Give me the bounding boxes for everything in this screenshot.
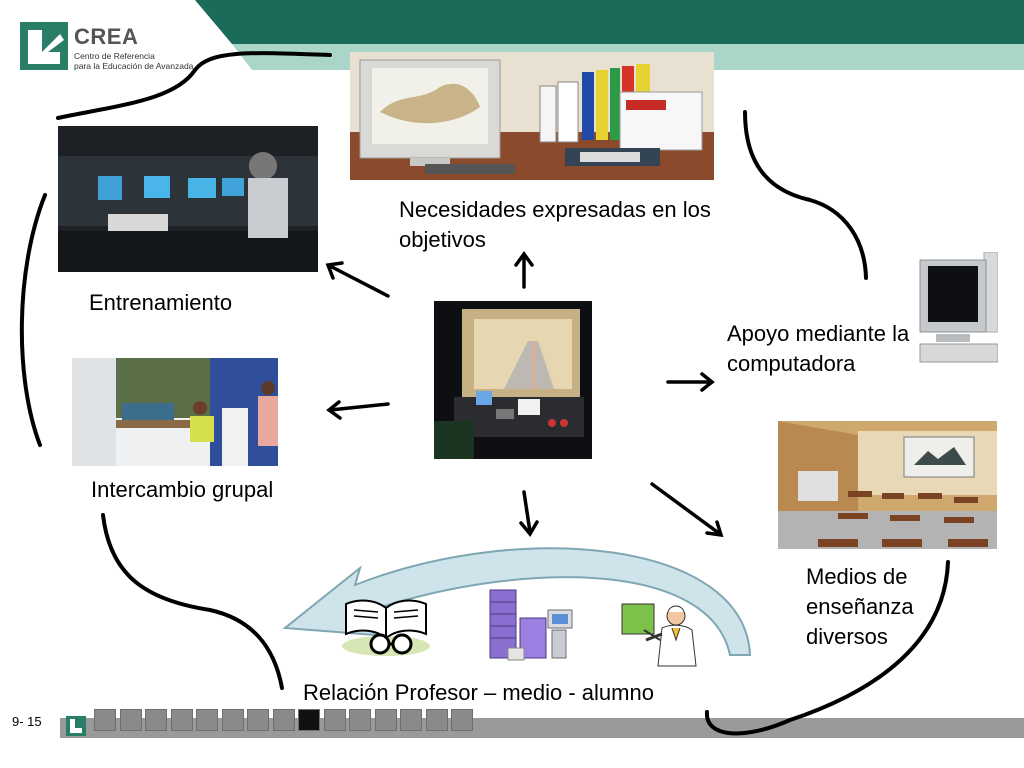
logo-title: CREA bbox=[74, 24, 139, 49]
slide-nav-box[interactable] bbox=[170, 709, 193, 731]
curve-top-left bbox=[56, 51, 332, 120]
crea-logo-mark bbox=[20, 22, 68, 70]
slide-nav-box[interactable] bbox=[272, 709, 295, 731]
slide-nav-box[interactable] bbox=[323, 709, 346, 731]
slide-nav-box[interactable] bbox=[221, 709, 244, 731]
server-computers-icon bbox=[488, 588, 574, 666]
book-glasses-icon bbox=[340, 596, 432, 658]
slide-nav-box[interactable] bbox=[425, 709, 448, 731]
slide-nav-box[interactable] bbox=[247, 709, 269, 731]
curve-top-right bbox=[743, 110, 868, 280]
footer-logo-icon bbox=[66, 716, 86, 736]
photo-group-exchange bbox=[72, 358, 278, 466]
label-necesidades: Necesidades expresadas en los objetivos bbox=[399, 197, 711, 252]
logo-subtitle-2: para la Educación de Avanzada bbox=[74, 61, 194, 71]
crea-logo bbox=[20, 22, 68, 70]
photo-computer-books bbox=[350, 52, 714, 180]
slide-nav-box[interactable] bbox=[94, 709, 116, 731]
arrow-down bbox=[522, 490, 532, 534]
cycle-arrow bbox=[282, 547, 752, 656]
slide-nav-box[interactable] bbox=[298, 709, 320, 731]
slide-nav-box[interactable] bbox=[145, 709, 167, 731]
curve-left bbox=[19, 193, 47, 447]
label-apoyo: Apoyo mediante la computadora bbox=[727, 321, 910, 376]
slide-nav-box[interactable] bbox=[374, 709, 397, 731]
curve-bottom-left bbox=[101, 513, 284, 690]
arrow-to-medios bbox=[650, 482, 722, 536]
slide-nav-box[interactable] bbox=[119, 709, 142, 731]
arrow-to-intercambio bbox=[328, 402, 390, 412]
label-intercambio: Intercambio grupal bbox=[91, 477, 274, 502]
header-band-dark bbox=[195, 0, 1024, 44]
photo-crt-computer bbox=[918, 252, 998, 370]
slide-nav-box[interactable] bbox=[349, 709, 371, 731]
logo-subtitle-1: Centro de Referencia bbox=[74, 51, 155, 61]
curve-bottom-right bbox=[704, 560, 950, 736]
slide-nav-box[interactable] bbox=[451, 709, 473, 731]
arrow-to-entrenamiento bbox=[328, 264, 390, 298]
photo-cabin-simulator bbox=[434, 301, 592, 459]
label-medios: Medios de enseñanza diversos bbox=[806, 564, 914, 649]
slide-nav-box[interactable] bbox=[400, 709, 422, 731]
photo-training-room bbox=[58, 126, 318, 272]
photo-classroom bbox=[778, 421, 997, 549]
label-relacion: Relación Profesor – medio - alumno bbox=[303, 680, 654, 705]
slide-nav-box[interactable] bbox=[196, 709, 218, 731]
teacher-board-icon bbox=[620, 600, 704, 672]
label-entrenamiento: Entrenamiento bbox=[89, 290, 233, 315]
page-number: 9- 15 bbox=[12, 714, 42, 729]
